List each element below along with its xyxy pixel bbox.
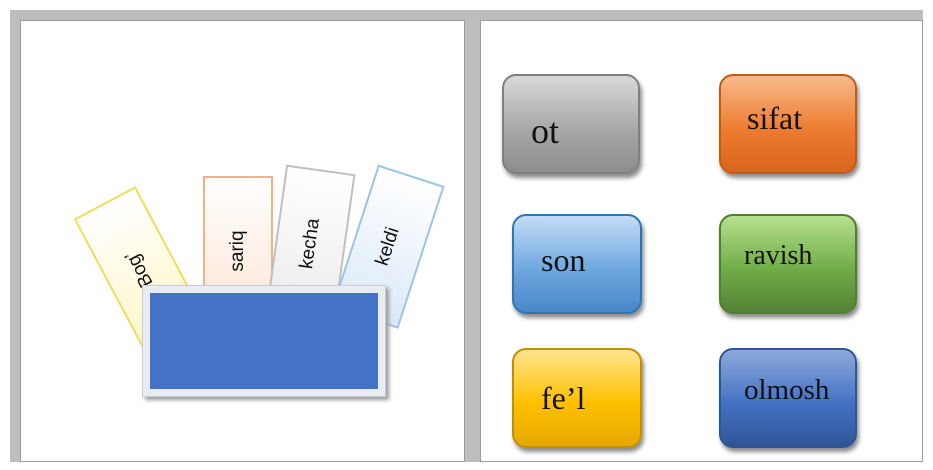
word-card-label: sariq [227,230,248,272]
category-label: ravish [744,240,813,271]
category-button-fel[interactable]: fe’l [512,348,642,448]
category-label: olmosh [744,374,830,406]
card-box [142,285,386,397]
card-box-front [150,293,378,389]
category-label: son [541,242,586,278]
category-button-ot[interactable]: ot [502,74,640,174]
category-button-ravish[interactable]: ravish [719,214,857,314]
category-button-olmosh[interactable]: olmosh [719,348,857,448]
category-label: ot [531,111,560,151]
category-label: sifat [747,100,803,136]
category-label: fe’l [541,380,586,416]
word-card-label: keldi [371,224,404,269]
category-button-son[interactable]: son [512,214,642,314]
word-card-label: kecha [296,217,324,271]
category-button-sifat[interactable]: sifat [719,74,857,174]
